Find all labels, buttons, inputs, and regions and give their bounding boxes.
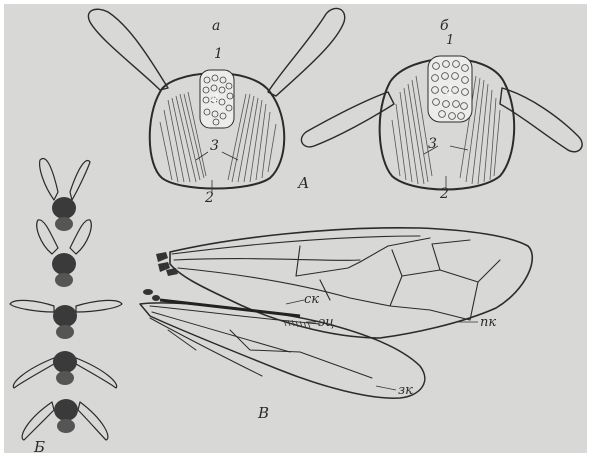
wing-label-pk: пк xyxy=(480,315,496,330)
label-3-b: 3 xyxy=(428,136,437,152)
panel-label-A: А xyxy=(297,174,309,192)
panel-label-B: Б xyxy=(33,438,45,456)
wing-label-sk: ск xyxy=(304,292,319,307)
label-4-b: 4 xyxy=(444,84,454,100)
panel-label-V: В xyxy=(257,404,269,422)
label-3-a: 3 xyxy=(210,138,219,154)
label-a: а xyxy=(212,18,220,34)
wing-label-zk: зк xyxy=(398,383,413,398)
label-2-a: 2 xyxy=(204,190,214,206)
label-4-a: 4 xyxy=(209,90,220,108)
label-1-a: 1 xyxy=(214,46,223,62)
label-1-b: 1 xyxy=(446,33,454,48)
label-2-b: 2 xyxy=(439,186,449,202)
label-b: б xyxy=(440,18,449,34)
wing-label-ets: эц xyxy=(318,315,334,330)
